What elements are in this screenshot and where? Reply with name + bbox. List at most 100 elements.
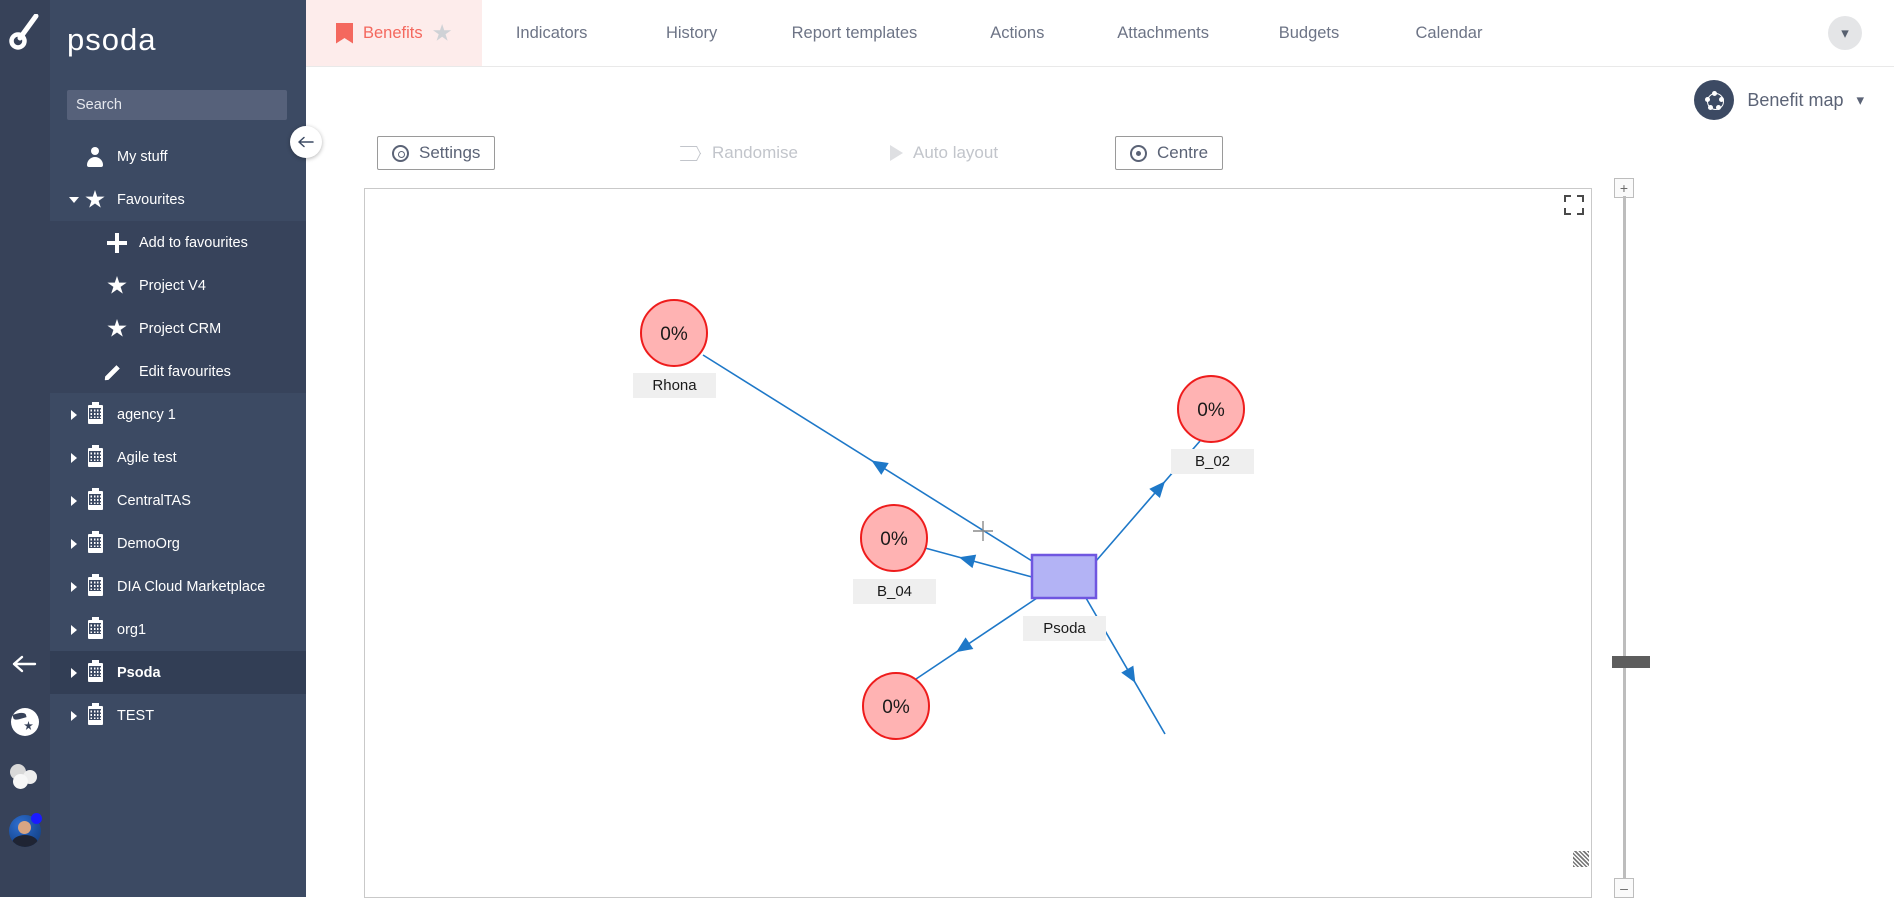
view-selector-label: Benefit map bbox=[1747, 89, 1844, 110]
tab-label: Report templates bbox=[791, 23, 918, 42]
fullscreen-icon[interactable] bbox=[1564, 195, 1584, 215]
benefit-node-value: 0% bbox=[882, 697, 910, 718]
sidebar-item-my-stuff[interactable]: My stuff bbox=[50, 135, 306, 178]
chevron-right-icon[interactable] bbox=[66, 624, 82, 635]
benefit-map-graph: 0%0%0%0% bbox=[640, 299, 1245, 740]
sidebar-item-edit-favourites[interactable]: Edit favourites bbox=[50, 350, 306, 393]
star-icon bbox=[104, 276, 130, 295]
chevron-right-icon[interactable] bbox=[66, 452, 82, 463]
edge-arrowhead bbox=[1149, 481, 1166, 498]
node-label[interactable]: Rhona bbox=[633, 373, 716, 398]
sidebar-item-favourites[interactable]: Favourites bbox=[50, 178, 306, 221]
node-label[interactable]: Psoda bbox=[1023, 616, 1106, 641]
back-arrow-icon[interactable] bbox=[6, 645, 44, 683]
tab-label: History bbox=[665, 23, 718, 42]
tab-label: Budgets bbox=[1278, 23, 1340, 42]
brand-wordmark: psoda bbox=[67, 22, 157, 57]
zoom-slider-track[interactable] bbox=[1623, 196, 1626, 882]
sidebar-item-test[interactable]: TEST bbox=[50, 694, 306, 737]
sidebar-item-agile-test[interactable]: Agile test bbox=[50, 436, 306, 479]
chevron-right-icon[interactable] bbox=[66, 538, 82, 549]
tab-overflow-button[interactable]: ▾ bbox=[1828, 16, 1862, 50]
arrow-left-icon bbox=[298, 136, 314, 148]
building-icon bbox=[82, 660, 108, 682]
auto-layout-button[interactable]: Auto layout bbox=[876, 136, 1013, 170]
tab-report-templates[interactable]: Report templates bbox=[762, 0, 948, 66]
tab-actions[interactable]: Actions bbox=[947, 0, 1087, 66]
target-icon bbox=[1130, 144, 1147, 162]
building-icon bbox=[82, 402, 108, 424]
tab-benefits[interactable]: Benefits bbox=[306, 0, 482, 66]
view-selector[interactable]: Benefit map ▾ bbox=[1694, 80, 1864, 120]
building-icon bbox=[82, 617, 108, 639]
chevron-right-icon[interactable] bbox=[66, 667, 82, 678]
sidebar-item-label: Project V4 bbox=[139, 277, 206, 294]
tab-history[interactable]: History bbox=[622, 0, 762, 66]
tab-attachments[interactable]: Attachments bbox=[1087, 0, 1239, 66]
zoom-slider[interactable]: + – bbox=[1612, 178, 1650, 898]
building-icon bbox=[82, 574, 108, 596]
zoom-out-button[interactable]: – bbox=[1614, 878, 1634, 898]
centre-button[interactable]: Centre bbox=[1115, 136, 1224, 170]
sidebar-item-dia-cloud-marketplace[interactable]: DIA Cloud Marketplace bbox=[50, 565, 306, 608]
chevron-right-icon[interactable] bbox=[66, 710, 82, 721]
search-input[interactable] bbox=[67, 90, 287, 120]
benefit-node[interactable] bbox=[1177, 375, 1245, 443]
sidebar-item-demoorg[interactable]: DemoOrg bbox=[50, 522, 306, 565]
benefit-node-value: 0% bbox=[1197, 400, 1225, 421]
globe-icon[interactable] bbox=[6, 703, 44, 741]
star-outline-icon[interactable] bbox=[433, 24, 452, 41]
sidebar-item-add-to-favourites[interactable]: Add to favourites bbox=[50, 221, 306, 264]
sidebar-item-label: Agile test bbox=[117, 449, 177, 466]
tab-label: Indicators bbox=[515, 23, 588, 42]
tab-indicators[interactable]: Indicators bbox=[482, 0, 622, 66]
sidebar-item-centraltas[interactable]: CentralTAS bbox=[50, 479, 306, 522]
psoda-logo-icon[interactable] bbox=[9, 13, 41, 50]
zoom-slider-thumb[interactable] bbox=[1612, 656, 1650, 668]
sidebar-item-label: CentralTAS bbox=[117, 492, 191, 509]
chevron-right-icon[interactable] bbox=[66, 409, 82, 420]
sidebar-item-project-crm[interactable]: Project CRM bbox=[50, 307, 306, 350]
plus-icon bbox=[104, 232, 130, 253]
node-label[interactable]: B_02 bbox=[1171, 449, 1254, 474]
benefit-node[interactable] bbox=[860, 504, 928, 572]
tab-budgets[interactable]: Budgets bbox=[1239, 0, 1379, 66]
bubbles-icon[interactable] bbox=[6, 758, 44, 796]
zoom-in-button[interactable]: + bbox=[1614, 178, 1634, 198]
benefit-node-value: 0% bbox=[660, 324, 688, 345]
chevron-down-icon[interactable] bbox=[66, 196, 82, 203]
sidebar-collapse-button[interactable] bbox=[290, 126, 322, 158]
sidebar-item-org1[interactable]: org1 bbox=[50, 608, 306, 651]
chevron-down-icon: ▾ bbox=[1841, 25, 1849, 42]
edge-arrowhead bbox=[1121, 665, 1136, 683]
chevron-right-icon[interactable] bbox=[66, 581, 82, 592]
objective-node[interactable] bbox=[1030, 553, 1098, 600]
crosshair-cursor-icon bbox=[973, 521, 993, 541]
edge-arrowhead bbox=[956, 637, 974, 653]
benefit-node[interactable] bbox=[862, 672, 930, 740]
edge-line[interactable] bbox=[924, 547, 1033, 578]
edge-line[interactable] bbox=[702, 354, 1033, 562]
sidebar-item-project-v4[interactable]: Project V4 bbox=[50, 264, 306, 307]
settings-button[interactable]: Settings bbox=[377, 136, 496, 170]
chevron-right-icon[interactable] bbox=[66, 495, 82, 506]
sidebar-item-agency-1[interactable]: agency 1 bbox=[50, 393, 306, 436]
randomise-button[interactable]: Randomise bbox=[668, 136, 812, 170]
building-icon bbox=[82, 703, 108, 725]
user-avatar-icon[interactable] bbox=[6, 812, 44, 850]
tab-calendar[interactable]: Calendar bbox=[1379, 0, 1519, 66]
edge-arrowhead bbox=[958, 554, 977, 569]
resize-handle-icon[interactable] bbox=[1573, 851, 1589, 867]
sidebar-item-label: Edit favourites bbox=[139, 363, 231, 380]
auto-layout-label: Auto layout bbox=[913, 143, 999, 162]
sidebar-item-label: org1 bbox=[117, 621, 147, 638]
sidebar-item-label: My stuff bbox=[117, 148, 168, 165]
sidebar-item-psoda[interactable]: Psoda bbox=[50, 651, 306, 694]
randomise-label: Randomise bbox=[712, 143, 798, 162]
pencil-icon bbox=[104, 362, 130, 382]
edge-line[interactable] bbox=[915, 597, 1038, 680]
benefit-node[interactable] bbox=[640, 299, 708, 367]
node-label[interactable]: B_04 bbox=[853, 579, 936, 604]
